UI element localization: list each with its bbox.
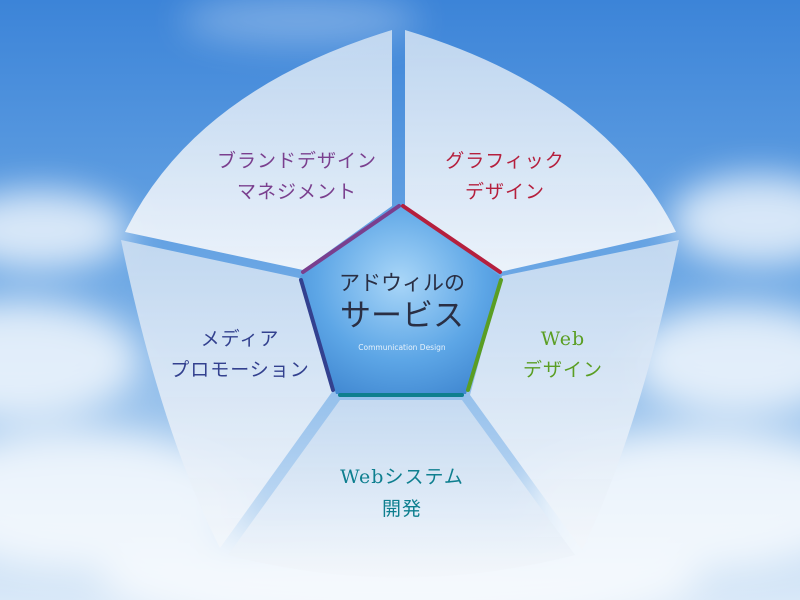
- edge-web: [466, 278, 503, 392]
- center-pentagon: [300, 206, 500, 394]
- segment-graphic-label-line1: グラフィック: [445, 150, 565, 172]
- segment-brand-panel[interactable]: [125, 30, 392, 270]
- segment-websystem-label-line2: 開発: [382, 498, 422, 520]
- center-subtitle: Communication Design: [358, 343, 446, 352]
- segment-media-label-line2: プロモーション: [170, 359, 310, 381]
- segment-media-label-line1: メディア: [201, 328, 280, 350]
- segment-media-panel[interactable]: [121, 240, 332, 548]
- edge-graphic: [401, 204, 502, 274]
- segment-graphic-panel[interactable]: [405, 30, 676, 272]
- center-title-line2: サービス: [340, 298, 464, 334]
- edge-brand: [301, 204, 401, 274]
- segment-brand-label-line2: マネジメント: [237, 181, 357, 203]
- segment-websystem-label-line1: Webシステム: [340, 466, 464, 488]
- center-title-line1: アドウィルの: [339, 271, 465, 295]
- segment-web-label-line1: Web: [541, 328, 585, 350]
- segment-websystem-panel[interactable]: [228, 400, 575, 578]
- segment-web-panel[interactable]: [470, 240, 679, 550]
- segment-web-label-line2: デザイン: [523, 359, 603, 381]
- segment-graphic-label-line2: デザイン: [465, 181, 545, 203]
- edge-media: [299, 278, 335, 392]
- segment-brand-label-line1: ブランドデザイン: [217, 149, 377, 172]
